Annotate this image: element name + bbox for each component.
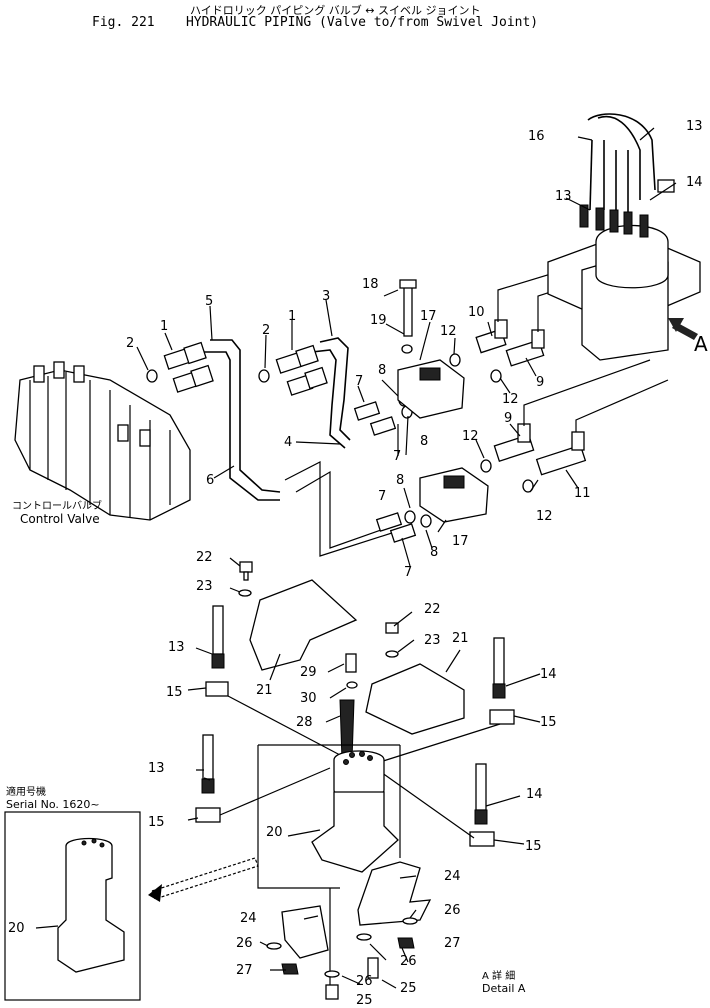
- callout-15-a: 15: [166, 685, 183, 700]
- callout-9-b: 9: [504, 411, 513, 426]
- callout-16: 16: [528, 129, 545, 144]
- swivel-joint-20: [257, 744, 401, 889]
- callout-4: 4: [284, 435, 293, 450]
- callout-17-a: 17: [420, 309, 437, 324]
- callout-30: 30: [300, 691, 317, 706]
- callout-7-b: 7: [393, 449, 402, 464]
- callout-8-b: 8: [420, 434, 429, 449]
- callout-13-a: 13: [686, 119, 703, 134]
- callout-26-d: 26: [356, 974, 373, 989]
- callout-22-a: 22: [196, 550, 213, 565]
- callout-23-b: 23: [424, 633, 441, 648]
- callout-15-b: 15: [540, 715, 557, 730]
- callout-5: 5: [205, 294, 214, 309]
- detail-label: Detail A: [482, 982, 526, 995]
- callout-6: 6: [206, 473, 215, 488]
- callout-1-a: 1: [160, 319, 169, 334]
- callout-14-c: 14: [526, 787, 543, 802]
- callout-26-b: 26: [236, 936, 253, 951]
- callout-9-a: 9: [536, 375, 545, 390]
- callout-10: 10: [468, 305, 485, 320]
- callout-15-c: 15: [148, 815, 165, 830]
- callout-3: 3: [322, 289, 331, 304]
- callout-12-a: 12: [440, 324, 457, 339]
- serial-label: Serial No. 1620~: [6, 798, 100, 811]
- control-valve-label: Control Valve: [20, 512, 100, 526]
- callout-8-c: 8: [396, 473, 405, 488]
- callout-12-d: 12: [536, 509, 553, 524]
- callout-23-a: 23: [196, 579, 213, 594]
- callout-12-c: 12: [462, 429, 479, 444]
- figure-title-english: HYDRAULIC PIPING (Valve to/from Swivel J…: [185, 15, 539, 30]
- swivel-top-assembly: [547, 113, 701, 361]
- block-17-parts: [397, 279, 489, 523]
- callout-28: 28: [296, 715, 313, 730]
- callout-8-a: 8: [378, 363, 387, 378]
- callout-27-b: 27: [236, 963, 253, 978]
- serial-label-jp: 適用号機: [6, 787, 46, 798]
- callout-21-a: 21: [256, 683, 273, 698]
- callout-17-b: 17: [452, 534, 469, 549]
- title-japanese: ハイドロリック パイピング バルブ ↔ スイベル ジョイント: [190, 4, 481, 17]
- detail-arrow: [148, 857, 259, 902]
- callout-13-b: 13: [555, 189, 572, 204]
- callout-1-b: 1: [288, 309, 297, 324]
- callout-12-b: 12: [502, 392, 519, 407]
- control-valve-label-jp: コントロールバルブ: [12, 501, 102, 512]
- leader-lines: [35, 127, 677, 989]
- view-arrow-a: [668, 318, 698, 340]
- fittings: [146, 341, 534, 543]
- callout-14-a: 14: [686, 175, 703, 190]
- elbow-fittings: [475, 319, 587, 476]
- callout-20-inset: 20: [8, 921, 25, 936]
- view-arrow-label: A: [694, 332, 708, 356]
- callout-26-a: 26: [444, 903, 461, 918]
- callout-19: 19: [370, 313, 387, 328]
- callout-13-d: 13: [148, 761, 165, 776]
- callout-24-b: 24: [240, 911, 257, 926]
- cover-plates: [249, 579, 465, 735]
- detail-label-jp: A 詳 細: [482, 971, 516, 982]
- brackets-24: [281, 861, 432, 990]
- hardware-25-26-27: [266, 917, 418, 1000]
- callout-29: 29: [300, 665, 317, 680]
- callout-2-a: 2: [126, 336, 135, 351]
- pipe-lines: [203, 337, 396, 557]
- callout-11: 11: [574, 486, 591, 501]
- callout-2-b: 2: [262, 323, 271, 338]
- control-valve-drawing: [14, 361, 191, 521]
- callout-25-a: 25: [400, 981, 417, 996]
- callout-18: 18: [362, 277, 379, 292]
- callout-21-b: 21: [452, 631, 469, 646]
- callout-15-d: 15: [525, 839, 542, 854]
- callout-27-a: 27: [444, 936, 461, 951]
- callout-7-a: 7: [355, 374, 364, 389]
- callout-14-b: 14: [540, 667, 557, 682]
- callout-7-d: 7: [404, 565, 413, 580]
- callout-7-c: 7: [378, 489, 387, 504]
- figure-number: Fig. 221: [92, 15, 155, 30]
- callout-26-c: 26: [400, 954, 417, 969]
- callout-8-d: 8: [430, 545, 439, 560]
- callout-13-c: 13: [168, 640, 185, 655]
- inset-detail-box: [4, 811, 141, 1001]
- callout-24-a: 24: [444, 869, 461, 884]
- figure-title: Fig. 221 HYDRAULIC PIPING (Valve to/from…: [92, 15, 538, 30]
- callout-22-b: 22: [424, 602, 441, 617]
- callout-20-main: 20: [266, 825, 283, 840]
- hoses-13-14: [195, 605, 515, 847]
